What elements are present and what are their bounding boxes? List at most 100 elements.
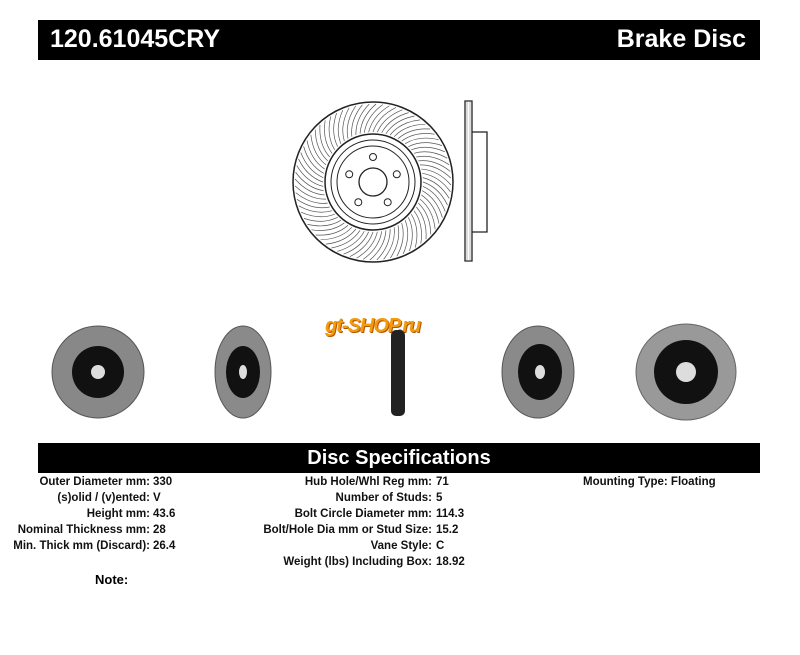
- spec-row: Weight (lbs) Including Box:18.92: [0, 556, 800, 572]
- vane: [390, 225, 400, 259]
- spec-label: Nominal Thickness mm:: [17, 524, 150, 536]
- vane: [413, 210, 422, 244]
- spec-value: 71: [436, 476, 449, 488]
- vane: [422, 190, 443, 218]
- vane: [331, 230, 361, 249]
- vane: [346, 105, 356, 139]
- vane: [422, 181, 448, 206]
- spec-row: Bolt/Hole Dia mm or Stud Size: 15.2: [0, 524, 800, 540]
- vane: [295, 192, 328, 204]
- vane: [411, 146, 446, 153]
- rotor-side-profile: [464, 100, 488, 262]
- vane: [303, 146, 324, 174]
- vane: [298, 158, 324, 183]
- vane: [413, 151, 448, 159]
- vane: [376, 228, 391, 261]
- spec-label: Min. Thick mm (Discard):: [13, 540, 150, 552]
- vane: [422, 177, 450, 199]
- vane: [314, 129, 328, 162]
- photo-front: [51, 325, 145, 419]
- vane: [325, 228, 357, 245]
- vane: [294, 185, 327, 200]
- vane: [368, 105, 390, 133]
- vane: [311, 222, 345, 231]
- spec-value: 15.2: [436, 524, 459, 536]
- bolt-hole: [392, 170, 401, 179]
- spec-value: 26.4: [153, 540, 176, 552]
- vane: [377, 109, 403, 133]
- vane: [342, 107, 350, 142]
- vane: [408, 217, 413, 252]
- spec-label: Mounting Type: Floating: [583, 476, 716, 488]
- spec-row: Mounting Type: Floating: [0, 476, 800, 492]
- rotor-photos: [51, 323, 737, 421]
- spec-row: Min. Thick mm (Discard):26.4: [0, 540, 800, 556]
- spec-row: (s)olid / (v)ented:V: [0, 492, 800, 508]
- spec-label: Bolt/Hole Dia mm or Stud Size:: [263, 524, 432, 536]
- spec-label: Hub Hole/Whl Reg mm:: [304, 476, 432, 488]
- vane: [298, 205, 333, 213]
- vane: [349, 231, 374, 257]
- vane: [320, 227, 353, 241]
- photo-side: [391, 330, 405, 416]
- spec-value: 330: [153, 476, 173, 488]
- vane: [351, 104, 363, 137]
- spec-row: Outer Diameter mm:330: [0, 476, 800, 492]
- spec-row: Number of Studs:5: [0, 492, 800, 508]
- specs-title-bar: Disc Specifications: [38, 443, 760, 473]
- vane: [422, 186, 446, 212]
- vane: [369, 230, 387, 261]
- spec-row: Nominal Thickness mm:28: [0, 524, 800, 540]
- vane: [418, 202, 432, 235]
- spec-label: (s)olid / (v)ented:: [57, 492, 150, 504]
- bolt-hole: [383, 198, 392, 207]
- rotor-front-drawing: [292, 101, 454, 263]
- part-number: 120.61045CRY: [50, 25, 221, 53]
- vane: [404, 137, 439, 144]
- vane: [383, 227, 395, 260]
- spec-row: Bolt Circle Diameter mm: 114.3: [0, 508, 800, 524]
- spec-label: Outer Diameter mm:: [39, 476, 150, 488]
- vane: [296, 199, 330, 209]
- photo-angle-right: [501, 325, 575, 419]
- vane: [359, 103, 377, 134]
- note-label: Note:: [95, 572, 129, 587]
- bolt-hole: [345, 170, 354, 179]
- spec-value: 28: [153, 524, 166, 536]
- spec-row: Height mm:43.6: [0, 508, 800, 524]
- vane: [337, 231, 365, 252]
- vane: [419, 198, 436, 230]
- bolt-hole: [354, 198, 363, 207]
- spec-label: Weight (lbs) Including Box:: [283, 556, 432, 568]
- vane: [303, 217, 338, 222]
- spec-value: 43.6: [153, 508, 176, 520]
- vane: [355, 103, 370, 136]
- vane: [296, 165, 324, 187]
- vane: [337, 109, 344, 144]
- spec-value: 114.3: [436, 508, 465, 520]
- vane: [421, 194, 440, 224]
- vane: [419, 164, 452, 179]
- vane: [333, 112, 338, 147]
- vane: [408, 142, 443, 147]
- vane: [307, 220, 342, 227]
- photo-angle-left: [214, 325, 272, 419]
- vane: [381, 112, 409, 133]
- header-bar: 120.61045CRY Brake Disc: [38, 20, 760, 60]
- vane: [310, 134, 327, 166]
- vane: [416, 155, 450, 165]
- spec-value: V: [153, 492, 161, 504]
- vane: [402, 220, 409, 255]
- spec-label: Bolt Circle Diameter mm:: [294, 508, 432, 520]
- vane: [294, 178, 325, 196]
- vane: [389, 119, 421, 136]
- vane: [422, 172, 451, 192]
- vane: [300, 211, 335, 218]
- vane: [393, 123, 426, 137]
- vane: [295, 172, 324, 192]
- vane: [418, 160, 451, 172]
- vane: [396, 222, 404, 257]
- vane: [324, 120, 333, 154]
- vane: [363, 104, 383, 133]
- vane: [306, 140, 325, 170]
